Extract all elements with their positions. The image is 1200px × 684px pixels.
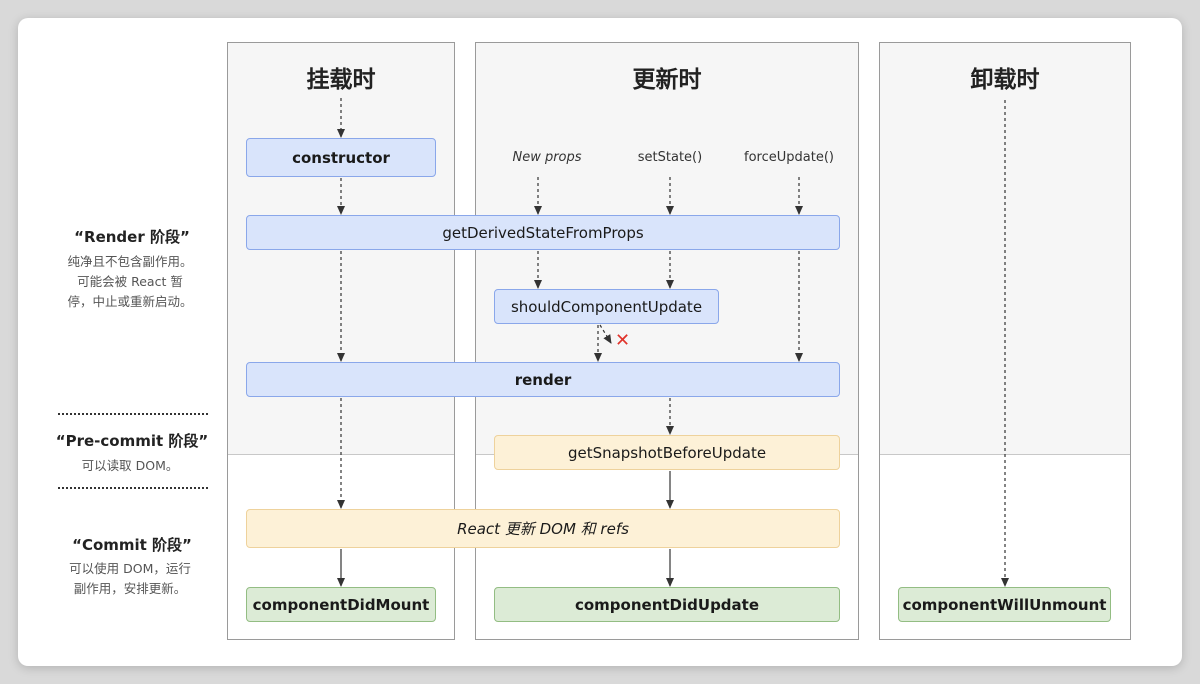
render-phase-desc: 纯净且不包含副作用。 可能会被 React 暂 停，中止或重新启动。	[67, 252, 192, 312]
phase-divider	[58, 413, 208, 415]
phase-divider	[58, 487, 208, 489]
arrow	[599, 324, 612, 344]
precommit-phase-desc-line: 可以读取 DOM。	[81, 458, 179, 473]
render-phase-title: “Render 阶段”	[74, 228, 190, 246]
component-did-update-box: componentDidUpdate	[494, 587, 840, 622]
unmount-column-title: 卸载时	[970, 67, 1040, 93]
commit-phase-title: “Commit 阶段”	[72, 536, 192, 554]
constructor-box: constructor	[246, 138, 436, 177]
update-column-title: 更新时	[632, 67, 702, 93]
precommit-phase-title: “Pre-commit 阶段”	[55, 432, 209, 450]
trigger-force-update: forceUpdate()	[744, 150, 834, 165]
render-box: render	[246, 362, 840, 397]
react-update-dom-box: React 更新 DOM 和 refs	[246, 509, 840, 548]
should-component-update-box: shouldComponentUpdate	[494, 289, 719, 324]
commit-phase-desc-line: 可以使用 DOM，运行	[69, 561, 191, 576]
component-will-unmount-box: componentWillUnmount	[898, 587, 1111, 622]
trigger-set-state: setState()	[637, 150, 703, 165]
precommit-phase-desc: 可以读取 DOM。	[82, 456, 179, 476]
commit-phase-desc-line: 副作用，安排更新。	[73, 581, 187, 596]
cross-icon: ✕	[615, 330, 631, 351]
render-phase-desc-line: 停，中止或重新启动。	[67, 294, 193, 309]
component-did-mount-box: componentDidMount	[246, 587, 436, 622]
render-phase-desc-line: 纯净且不包含副作用。	[67, 254, 193, 269]
mount-column-title: 挂载时	[306, 67, 376, 93]
trigger-new-props: New props	[512, 150, 582, 165]
get-snapshot-before-update-box: getSnapshotBeforeUpdate	[494, 435, 840, 470]
render-phase-desc-line: 可能会被 React 暂	[77, 274, 183, 289]
commit-phase-desc: 可以使用 DOM，运行 副作用，安排更新。	[69, 559, 191, 599]
get-derived-state-from-props-box: getDerivedStateFromProps	[246, 215, 840, 250]
